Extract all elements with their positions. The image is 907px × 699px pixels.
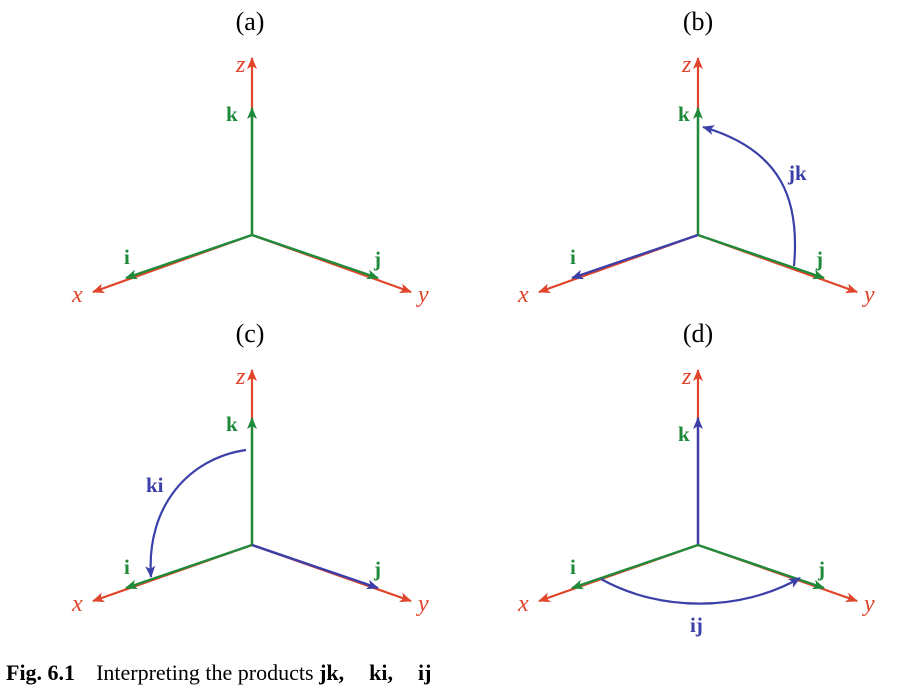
z-axis-label: z: [681, 52, 692, 78]
x-axis-label: x: [517, 591, 529, 617]
caption-product-ki: ki,: [369, 660, 393, 685]
caption-product-ij: ij: [417, 660, 432, 685]
i-vector: [125, 543, 253, 590]
x-axis-label: x: [517, 282, 529, 308]
caption-product-jk: jk,: [319, 660, 345, 685]
j-vector: [697, 543, 825, 590]
panel-label: (c): [236, 319, 265, 348]
z-axis-label: z: [681, 364, 692, 390]
k-label: k: [678, 102, 690, 126]
j-vector: [251, 543, 379, 590]
panel-c: (c) z x y k i j ki: [71, 319, 429, 617]
jk-label: jk: [787, 161, 807, 185]
ij-label: ij: [690, 613, 703, 637]
ki-label: ki: [146, 473, 164, 497]
y-axis-label: y: [862, 282, 875, 308]
z-axis-label: z: [235, 52, 246, 78]
i-label: i: [124, 245, 130, 269]
j-label: j: [817, 557, 825, 581]
ij-rotation-arc: [600, 577, 801, 605]
k-label: k: [678, 422, 690, 446]
figure-caption: Fig. 6.1 Interpreting the products jk, k…: [6, 660, 431, 686]
z-axis-label: z: [235, 364, 246, 390]
j-label: j: [373, 247, 381, 271]
i-vector: [571, 233, 699, 280]
j-label: j: [373, 557, 381, 581]
j-vector: [251, 233, 379, 280]
k-label: k: [226, 412, 238, 436]
panel-label: (b): [683, 7, 713, 36]
caption-fig-label: Fig. 6.1: [6, 660, 76, 685]
i-vector: [571, 543, 699, 590]
i-label: i: [124, 555, 130, 579]
j-label: j: [815, 247, 823, 271]
y-axis-label: y: [416, 591, 429, 617]
panel-b: (b) z x y k i j jk: [517, 7, 875, 308]
j-vector: [697, 233, 825, 280]
panel-label: (d): [683, 319, 713, 348]
jk-rotation-arc: [702, 125, 797, 267]
x-axis-label: x: [71, 591, 83, 617]
panel-label: (a): [236, 7, 265, 36]
caption-text: Interpreting the products: [96, 660, 314, 685]
ki-rotation-arc: [145, 448, 247, 578]
panel-a: (a) z x y k i j: [71, 7, 429, 308]
panel-d: (d) z x y k i j ij: [517, 319, 875, 637]
k-label: k: [226, 102, 238, 126]
y-axis-label: y: [862, 591, 875, 617]
i-vector: [125, 233, 253, 280]
x-axis-label: x: [71, 282, 83, 308]
i-label: i: [570, 245, 576, 269]
y-axis-label: y: [416, 282, 429, 308]
i-label: i: [570, 555, 576, 579]
